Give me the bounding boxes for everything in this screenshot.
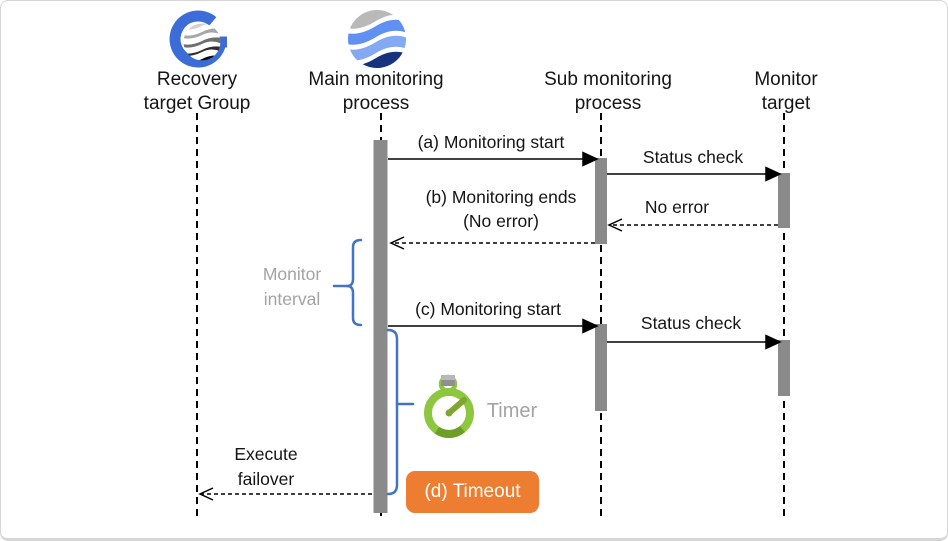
- actor-label-recovery-line1: Recovery: [156, 69, 238, 90]
- actor-label-recovery-line2: target Group: [143, 93, 251, 114]
- message-label-status-check-2: Status check: [640, 313, 742, 333]
- arrow-status-check-2: [607, 334, 782, 350]
- actor-label-main-line2: process: [342, 93, 410, 114]
- arrow-monitoring-start-c: [388, 318, 599, 334]
- waves-globe-logo-icon: [348, 10, 406, 68]
- actor-label-target-line2: target: [761, 93, 811, 114]
- message-arrows: [198, 151, 782, 501]
- activation-bar-sub-1: [595, 158, 607, 244]
- arrow-execute-failover: [198, 487, 372, 501]
- arrow-monitoring-start-a: [388, 151, 599, 167]
- stopwatch-icon: [424, 374, 474, 438]
- activation-bar-target-1: [778, 173, 790, 228]
- activation-bar-sub-2: [595, 324, 607, 411]
- message-label-monitoring-start-a: (a) Monitoring start: [417, 132, 565, 152]
- actor-label-main-line1: Main monitoring: [308, 69, 444, 90]
- message-label-execute-failover-line2: failover: [237, 469, 295, 489]
- timer-label: Timer: [486, 400, 538, 422]
- message-label-monitoring-ends-b-line1: (b) Monitoring ends: [425, 187, 577, 207]
- actor-label-target-line1: Monitor: [754, 69, 818, 90]
- actor-label-sub-line2: process: [574, 93, 642, 114]
- arrow-no-error-return: [607, 218, 778, 232]
- message-label-monitoring-ends-b-line2: (No error): [463, 211, 539, 231]
- monitor-interval-label-line1: Monitor: [262, 264, 322, 284]
- activation-bars: [373, 140, 790, 513]
- message-label-execute-failover-line1: Execute: [234, 444, 298, 464]
- timeout-badge-label: (d) Timeout: [424, 481, 521, 502]
- arrow-status-check-1: [607, 166, 782, 182]
- group-ball-logo-icon: [169, 10, 227, 68]
- monitor-interval-brace: [332, 238, 363, 327]
- activation-bar-target-2: [778, 340, 790, 396]
- message-label-monitoring-start-c: (c) Monitoring start: [415, 299, 561, 319]
- message-label-status-check-1: Status check: [642, 147, 744, 167]
- monitor-interval-label-line2: interval: [263, 289, 321, 309]
- message-label-no-error: No error: [644, 197, 710, 217]
- actor-label-sub-line1: Sub monitoring: [544, 69, 672, 90]
- timer-timeout-bracket: [386, 328, 415, 496]
- timeout-badge: (d) Timeout: [406, 471, 539, 513]
- activation-bar-main: [373, 140, 388, 513]
- arrow-monitoring-ends-b: [389, 236, 595, 250]
